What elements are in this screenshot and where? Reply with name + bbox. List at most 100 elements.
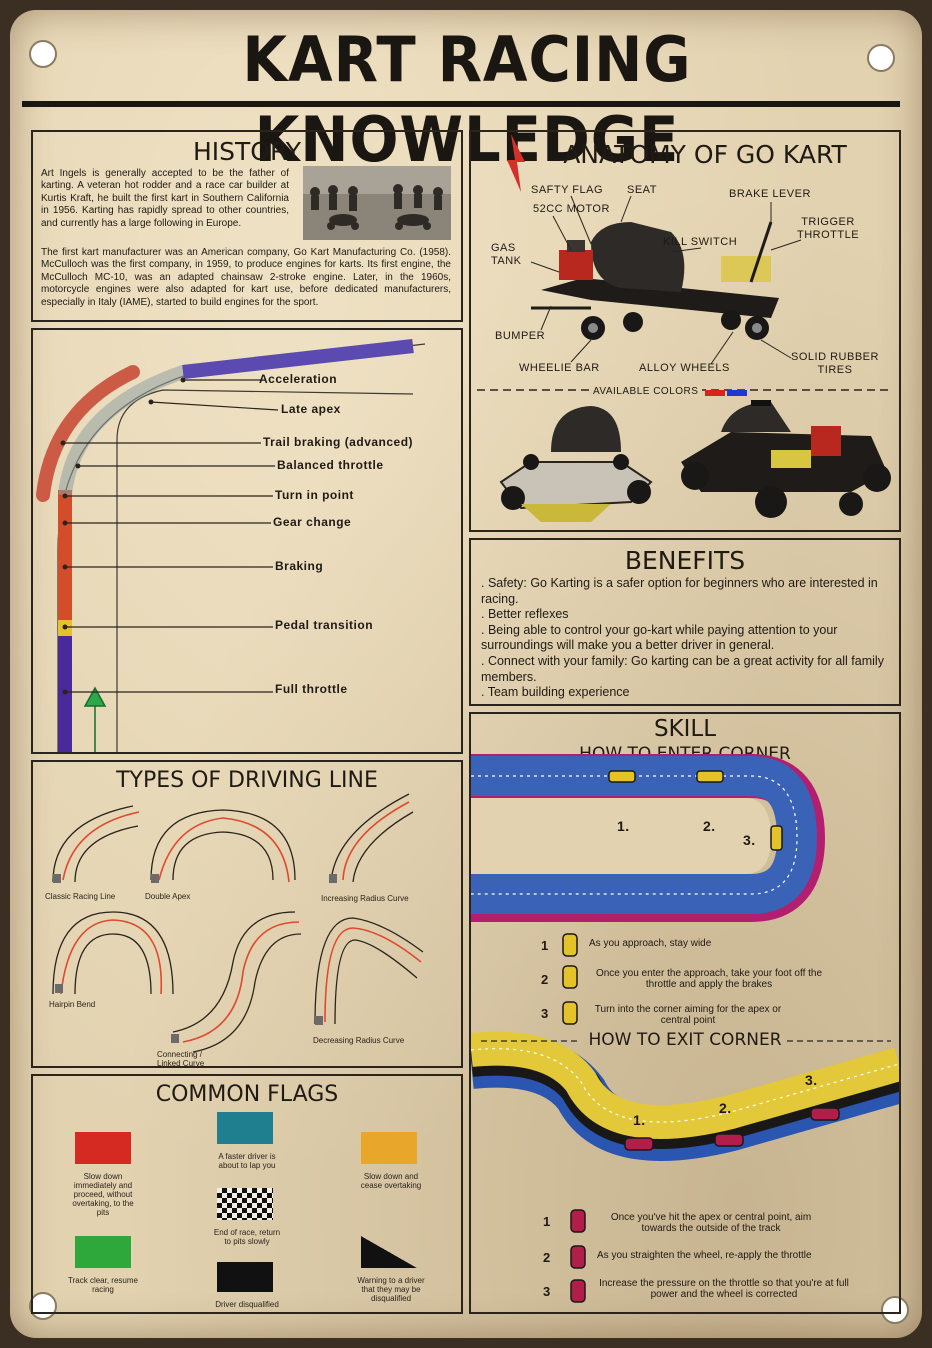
- history-para-1: Art Ingels is generally accepted to be t…: [41, 168, 289, 229]
- racing-label-gear-change: Gear change: [273, 515, 352, 529]
- exit-step-icons: [570, 1209, 586, 1303]
- enter-step-number: 1: [541, 938, 549, 953]
- anatomy-label: WHEELIE BAR: [519, 362, 600, 374]
- anatomy-label: ALLOY WHEELS: [639, 362, 730, 374]
- exit-step-text: Increase the pressure on the throttle so…: [599, 1278, 849, 1300]
- benefits-panel: BENEFITS . Safety: Go Karting is a safer…: [469, 538, 901, 706]
- flag-caption: A faster driver is about to lap you: [218, 1152, 276, 1170]
- color-swatch: [705, 390, 725, 396]
- kart-photo-left: [499, 406, 653, 522]
- mount-hole: [867, 44, 895, 72]
- mount-hole: [29, 1292, 57, 1320]
- benefit-item: . Better reflexes: [481, 607, 569, 622]
- driving-line-caption: Hairpin Bend: [49, 1000, 96, 1009]
- flag-caption: End of race, return to pits slowly: [213, 1228, 281, 1246]
- racing-line-panel: Acceleration Late apex Trail braking (ad…: [31, 328, 463, 754]
- anatomy-label: BRAKE LEVER: [729, 188, 811, 200]
- anatomy-label: KILL SWITCH: [663, 236, 738, 248]
- flag-caption: Warning to a driver that they may be dis…: [357, 1276, 425, 1303]
- anatomy-heading: ANATOMY OF GO KART: [563, 140, 847, 169]
- enter-marker: 1.: [617, 818, 630, 834]
- racing-label-late-apex: Late apex: [281, 402, 341, 416]
- exit-step-number: 2: [543, 1250, 551, 1265]
- flag-red: [75, 1132, 131, 1164]
- flag-yellow: [361, 1132, 417, 1164]
- exit-marker: 1.: [633, 1112, 646, 1128]
- enter-corner-track: [471, 754, 826, 922]
- benefits-list: . Safety: Go Karting is a safer option f…: [481, 576, 889, 701]
- racing-label-full-throttle: Full throttle: [275, 682, 348, 696]
- kart-photo-right: [681, 402, 891, 518]
- flag-caption: Slow down and cease overtaking: [360, 1172, 422, 1190]
- exit-corner-track: [471, 1031, 899, 1161]
- racing-label-trail-braking: Trail braking (advanced): [263, 435, 414, 449]
- history-para-2: The first kart manufacturer was an Ameri…: [41, 247, 451, 308]
- history-heading: HISTORY: [192, 137, 302, 166]
- page-title: KART RACING KNOWLEDGE: [242, 23, 692, 176]
- enter-step-icons: [562, 933, 578, 1025]
- anatomy-label: TRIGGER THROTTLE: [796, 216, 860, 241]
- anatomy-label: SOLID RUBBER TIRES: [791, 351, 879, 376]
- benefits-heading: BENEFITS: [624, 546, 746, 575]
- flag-swatch: [217, 1112, 273, 1144]
- flag-caption: Driver disqualified: [215, 1300, 279, 1309]
- flag-swatch: [217, 1188, 273, 1220]
- title-rule: [22, 101, 900, 107]
- enter-step-text: Once you enter the approach, take your f…: [595, 968, 823, 990]
- flag-swatch: [217, 1262, 273, 1292]
- driving-line-caption: Decreasing Radius Curve: [313, 1036, 405, 1045]
- flag-swatch: [361, 1132, 417, 1164]
- flag-green: [75, 1236, 131, 1268]
- mount-hole: [29, 40, 57, 68]
- go-kart-illustration: [531, 221, 779, 340]
- driving-line-caption: Double Apex: [145, 892, 191, 901]
- skill-heading: SKILL: [653, 716, 717, 742]
- exit-step-number: 3: [543, 1284, 551, 1299]
- flag-diagonal: [361, 1236, 417, 1268]
- exit-step-text: As you straighten the wheel, re-apply th…: [597, 1250, 812, 1261]
- mount-hole: [881, 1296, 909, 1324]
- color-swatch: [751, 400, 771, 406]
- anatomy-label: GAS TANK: [491, 242, 522, 267]
- anatomy-panel: ANATOMY OF GO KART: [469, 130, 901, 532]
- enter-step-number: 2: [541, 972, 549, 987]
- flag-swatch: [75, 1236, 131, 1268]
- flag-caption: Track clear, resume racing: [68, 1276, 138, 1294]
- enter-marker: 3.: [743, 832, 756, 848]
- racing-label-pedal-transition: Pedal transition: [275, 618, 374, 632]
- racing-label-balanced-throttle: Balanced throttle: [277, 458, 384, 472]
- flags-heading: COMMON FLAGS: [155, 1082, 339, 1107]
- anatomy-label: SEAT: [627, 184, 657, 196]
- anatomy-label: BUMPER: [495, 330, 546, 342]
- skill-panel: SKILL HOW TO ENTER CORNER: [469, 712, 901, 1314]
- exit-step-text: Once you've hit the apex or central poin…: [610, 1212, 812, 1234]
- history-photo: [303, 166, 451, 240]
- flag-checkered: [217, 1188, 273, 1220]
- exit-step-number: 1: [543, 1214, 551, 1229]
- benefit-item: . Safety: Go Karting is a safer option f…: [481, 576, 878, 606]
- flag-swatch: [75, 1132, 131, 1164]
- exit-marker: 3.: [805, 1072, 818, 1088]
- driving-line-panel: TYPES OF DRIVING LINE Classic Racing Lin…: [31, 760, 463, 1068]
- flag-swatch: [361, 1236, 417, 1268]
- anatomy-label: 52CC MOTOR: [533, 203, 610, 215]
- enter-step-text: As you approach, stay wide: [589, 938, 712, 949]
- sign-background: [10, 10, 922, 1338]
- enter-step-number: 3: [541, 1006, 549, 1021]
- available-colors-label: AVAILABLE COLORS: [589, 386, 703, 397]
- racing-label-turn-in: Turn in point: [275, 488, 354, 502]
- anatomy-label: SAFTY FLAG: [531, 184, 604, 196]
- driving-line-caption: Connecting / Linked Curve: [157, 1050, 205, 1068]
- driving-line-caption: Classic Racing Line: [45, 892, 116, 901]
- flag-blue: [217, 1112, 273, 1144]
- flags-panel: COMMON FLAGS Slow down immediately and p…: [31, 1074, 463, 1314]
- enter-step-text: Turn into the corner aiming for the apex…: [594, 1004, 782, 1026]
- racing-label-acceleration: Acceleration: [259, 372, 338, 386]
- safety-flag-icon: [507, 134, 525, 192]
- exit-corner-heading: HOW TO EXIT CORNER: [588, 1030, 782, 1050]
- flag-black: [217, 1262, 273, 1292]
- enter-marker: 2.: [703, 818, 716, 834]
- benefit-item: . Team building experience: [481, 685, 630, 700]
- exit-marker: 2.: [719, 1100, 732, 1116]
- racing-label-braking: Braking: [275, 559, 324, 573]
